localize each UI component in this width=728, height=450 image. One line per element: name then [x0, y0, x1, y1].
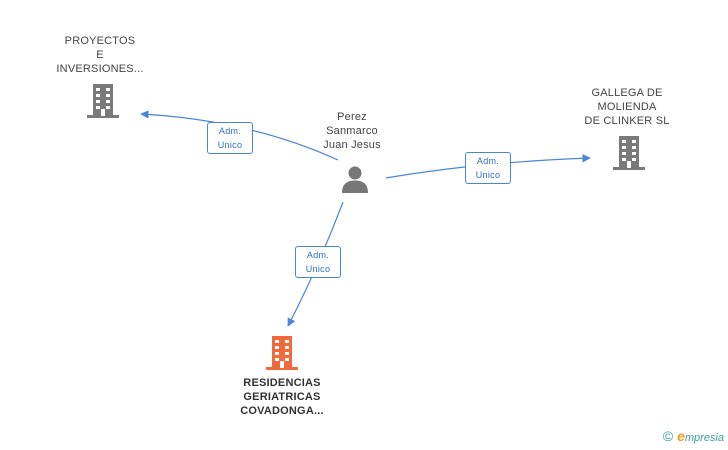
- edge-label-proyectos: Adm. Unico: [207, 122, 253, 154]
- edge-label-gallega: Adm. Unico: [465, 152, 511, 184]
- person-icon[interactable]: [340, 164, 370, 194]
- building-icon-highlighted[interactable]: [266, 336, 298, 370]
- edge-label-residencias: Adm. Unico: [295, 246, 341, 278]
- empresia-watermark: ©empresia: [663, 428, 724, 444]
- brand-name: mpresia: [684, 432, 724, 444]
- person-name[interactable]: Perez Sanmarco Juan Jesus: [323, 111, 381, 151]
- company-residencias-name[interactable]: RESIDENCIAS GERIATRICAS COVADONGA...: [240, 377, 324, 417]
- copyright-symbol: ©: [662, 428, 674, 444]
- building-icon[interactable]: [87, 84, 119, 118]
- brand-logo-e: e: [677, 428, 685, 444]
- company-proyectos-name[interactable]: PROYECTOS E INVERSIONES...: [56, 35, 144, 75]
- company-gallega-name[interactable]: GALLEGA DE MOLIENDA DE CLINKER SL: [584, 87, 670, 127]
- building-icon[interactable]: [613, 136, 645, 170]
